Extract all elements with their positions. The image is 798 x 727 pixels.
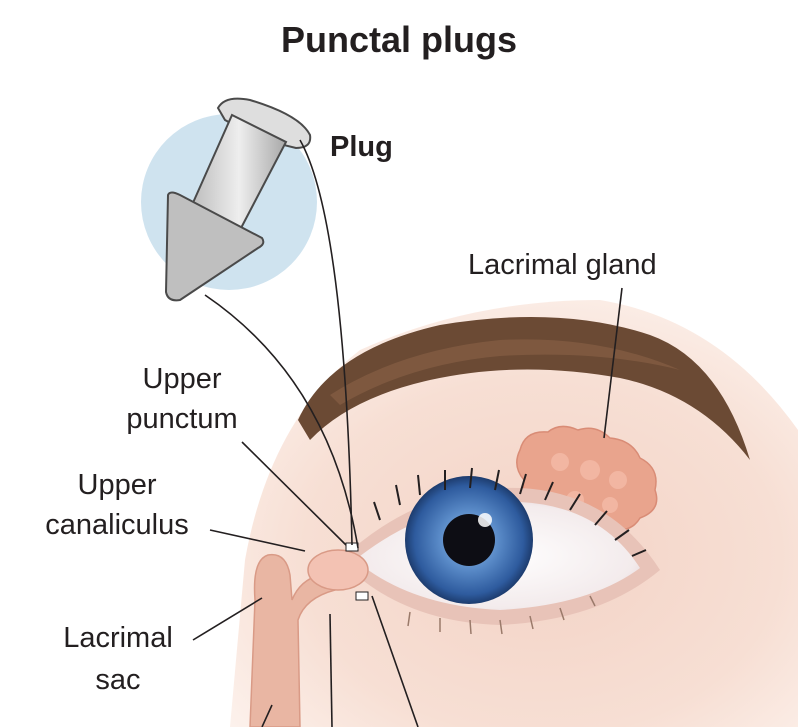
plug-tip (164, 191, 265, 302)
lower-eyelashes (407, 595, 596, 635)
eyebrow (298, 317, 750, 460)
label-upper-canaliculus-line1: Upper (78, 469, 157, 501)
eyebrow-shade (330, 339, 680, 405)
diagram-title: Punctal plugs (281, 19, 517, 60)
lacrimal-drainage (249, 542, 369, 727)
eye-highlight (478, 513, 492, 527)
label-lacrimal-sac-line1: Lacrimal (63, 622, 173, 654)
eye (340, 467, 660, 635)
leader-lines (192, 139, 623, 727)
label-upper-punctum-line2: punctum (126, 403, 237, 435)
upper-eyelashes (373, 467, 647, 557)
pupil (443, 514, 495, 566)
label-upper-canaliculus-line2: canaliculus (45, 509, 188, 541)
caruncle (307, 549, 369, 591)
plug-inset (141, 97, 317, 302)
label-upper-punctum-line1: Upper (143, 363, 222, 395)
label-lacrimal-sac-line2: sac (95, 664, 140, 696)
label-plug: Plug (330, 131, 393, 163)
lower-punctum-marker (355, 591, 369, 601)
label-lacrimal-gland: Lacrimal gland (468, 249, 657, 281)
